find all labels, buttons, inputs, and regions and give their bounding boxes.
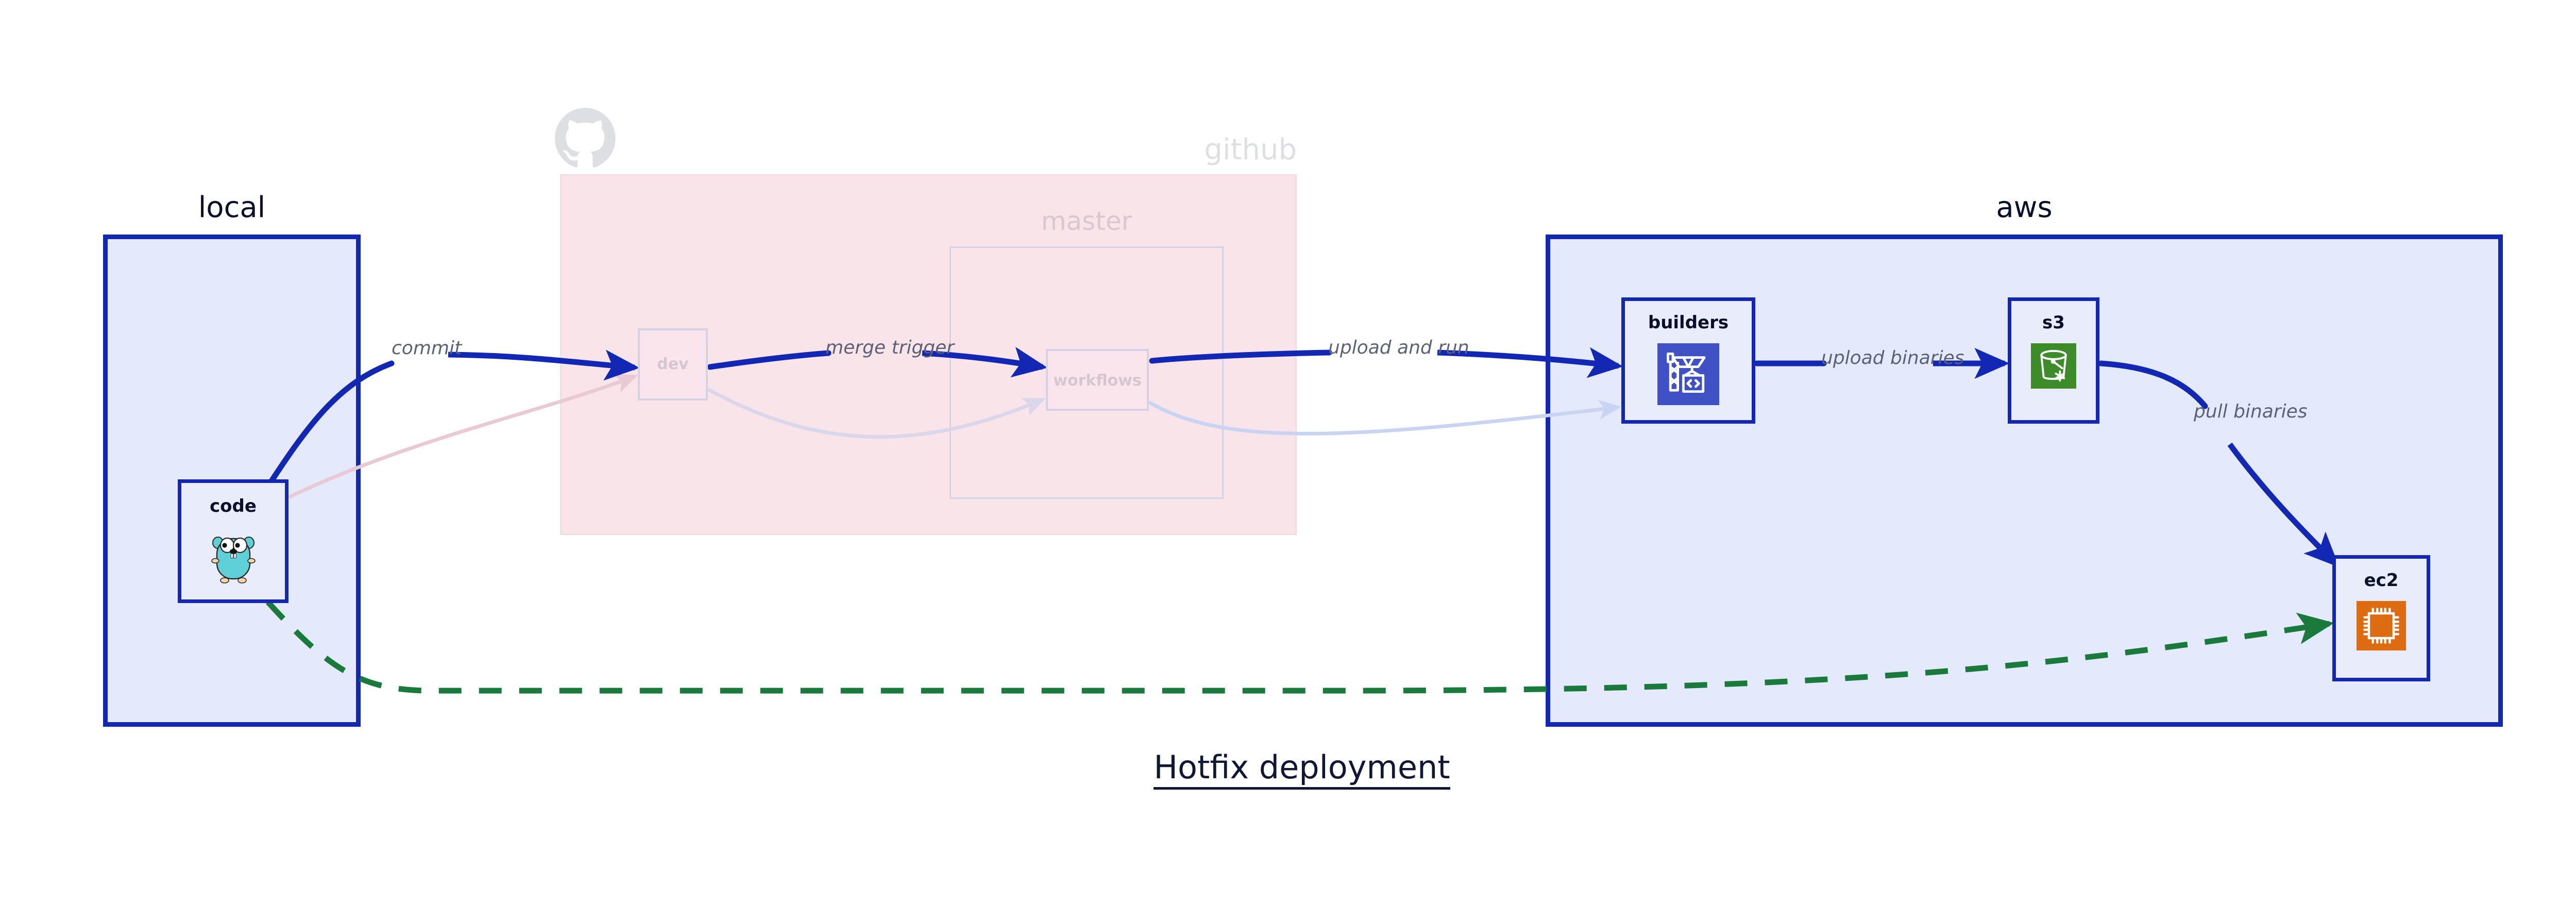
edge-faded-dev-workflows — [707, 387, 1046, 439]
edge-faded-workflows-builders — [1148, 399, 1622, 436]
edge-pull-binaries-line2[interactable] — [2227, 442, 2340, 567]
edge-pull-binaries-line[interactable] — [2098, 360, 2208, 409]
edge-hotfix-direct[interactable] — [265, 600, 2334, 694]
go-gopher-icon — [211, 537, 256, 583]
container-master[interactable] — [950, 246, 1224, 499]
edge-label-commit: commit — [392, 338, 462, 359]
container-aws-label: aws — [1996, 191, 2053, 224]
node-code[interactable]: code — [178, 479, 289, 603]
edge-upload-and-run-line2[interactable] — [1437, 347, 1623, 378]
edge-label-upload-and-run: upload and run — [1328, 337, 1469, 358]
edge-label-merge-trigger: merge trigger — [825, 337, 955, 358]
edge-merge-trigger-line[interactable] — [707, 350, 832, 370]
edge-label-upload-binaries: upload binaries — [1821, 347, 1964, 369]
node-workflows-label: workflows — [1053, 372, 1142, 390]
container-master-label: master — [1041, 206, 1132, 236]
aws-codebuild-icon — [1657, 343, 1719, 405]
aws-s3-glacier-icon — [2031, 343, 2076, 389]
container-github-label: github — [1204, 133, 1297, 166]
github-octocat-icon — [555, 108, 616, 168]
node-s3-label: s3 — [2042, 312, 2065, 333]
node-ec2-label: ec2 — [2364, 570, 2399, 591]
node-code-label: code — [210, 496, 257, 516]
edge-label-pull-binaries: pull binaries — [2194, 401, 2308, 422]
container-local-label: local — [198, 191, 266, 224]
edge-faded-code-dev — [287, 374, 638, 499]
node-dev-label: dev — [657, 355, 689, 373]
edge-commit-line2[interactable] — [448, 349, 640, 381]
node-builders-label: builders — [1648, 312, 1729, 333]
edge-upload-and-run-line[interactable] — [1149, 349, 1332, 364]
edge-commit-line[interactable] — [263, 360, 395, 493]
node-s3[interactable]: s3 — [2008, 297, 2099, 424]
aws-ec2-chip-icon — [2357, 601, 2406, 650]
node-ec2[interactable]: ec2 — [2332, 555, 2430, 681]
diagram-title: Hotfix deployment — [0, 748, 2576, 790]
node-workflows[interactable]: workflows — [1046, 349, 1149, 411]
edge-merge-trigger-line2[interactable] — [922, 346, 1048, 378]
node-builders[interactable]: builders — [1621, 297, 1755, 424]
node-dev[interactable]: dev — [638, 328, 708, 400]
diagram-title-text: Hotfix deployment — [1154, 748, 1450, 790]
